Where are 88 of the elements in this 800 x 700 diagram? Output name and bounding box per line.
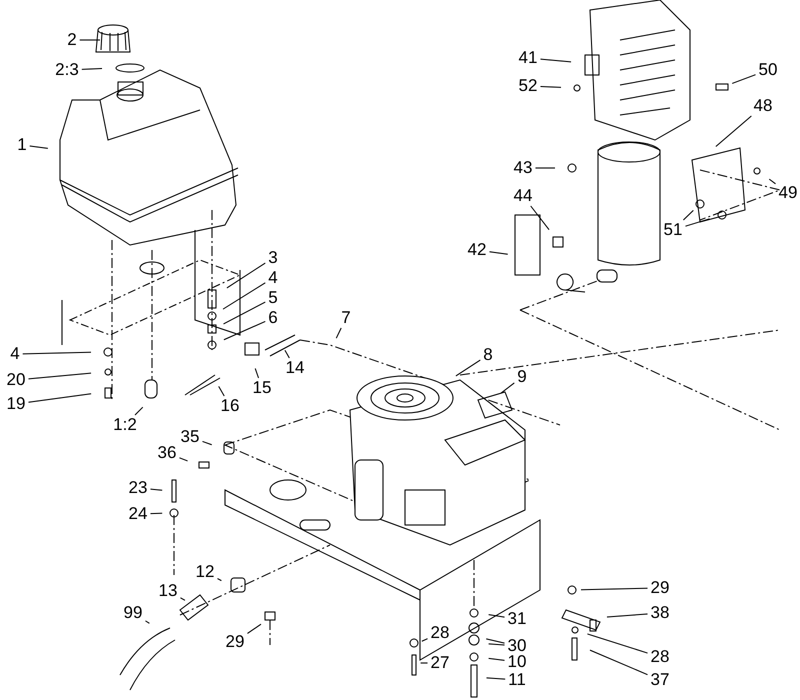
callout-number: 19 bbox=[6, 395, 26, 413]
callout-number: 29 bbox=[224, 633, 246, 651]
callout-number: 1:2 bbox=[112, 416, 138, 434]
leader-line bbox=[500, 382, 515, 394]
callout-number: 43 bbox=[512, 159, 534, 177]
callout-number: 4 bbox=[267, 269, 279, 287]
leader-line bbox=[530, 206, 550, 230]
leader-line bbox=[580, 588, 648, 590]
callout-number: 2:3 bbox=[54, 61, 80, 79]
callout-number: 36 bbox=[156, 444, 178, 462]
leader-line bbox=[150, 488, 163, 491]
leader-line bbox=[223, 320, 266, 340]
callout-number: 42 bbox=[466, 241, 488, 259]
callout-number: 44 bbox=[512, 187, 534, 205]
leader-line bbox=[732, 74, 756, 84]
leader-line bbox=[254, 368, 260, 378]
callout-number: 52 bbox=[518, 77, 538, 95]
callout-number: 38 bbox=[650, 604, 670, 622]
leader-line bbox=[218, 386, 225, 396]
leader-line bbox=[134, 406, 144, 416]
callout-number: 7 bbox=[340, 309, 352, 327]
callout-number: 4 bbox=[9, 345, 21, 363]
leader-line bbox=[486, 638, 506, 644]
leader-line bbox=[336, 328, 342, 339]
leader-line bbox=[606, 613, 648, 618]
leader-line bbox=[488, 658, 506, 661]
leader-line bbox=[540, 86, 562, 88]
leader-line bbox=[488, 643, 506, 646]
callout-number: 15 bbox=[252, 379, 272, 397]
leader-line bbox=[768, 178, 776, 184]
leader-line bbox=[178, 457, 188, 462]
callout-number: 29 bbox=[650, 579, 670, 597]
leader-line bbox=[586, 633, 648, 654]
callout-number: 12 bbox=[194, 563, 216, 581]
leader-line bbox=[180, 597, 186, 601]
callout-number: 28 bbox=[430, 624, 450, 642]
leader-line bbox=[455, 360, 481, 376]
callout-number: 10 bbox=[506, 653, 528, 671]
callout-number: 5 bbox=[267, 289, 279, 307]
callout-number: 6 bbox=[267, 309, 279, 327]
callout-number: 27 bbox=[430, 654, 450, 672]
callout-number: 1 bbox=[16, 136, 28, 154]
leader-line bbox=[715, 116, 752, 148]
callout-number: 37 bbox=[650, 671, 670, 689]
leader-line bbox=[150, 512, 163, 514]
callout-number: 24 bbox=[128, 505, 148, 523]
callout-number: 8 bbox=[482, 346, 494, 364]
callout-number: 23 bbox=[128, 479, 148, 497]
callout-number: 48 bbox=[752, 97, 774, 115]
leader-line bbox=[223, 302, 266, 324]
callout-number: 41 bbox=[518, 49, 538, 67]
leader-line bbox=[589, 650, 648, 676]
callout-number: 20 bbox=[6, 371, 26, 389]
callout-number: 14 bbox=[284, 359, 306, 377]
callout-number: 28 bbox=[650, 648, 670, 666]
leader-line bbox=[682, 210, 694, 220]
leader-line bbox=[144, 620, 150, 624]
callout-number: 51 bbox=[662, 221, 684, 239]
leader-line bbox=[22, 352, 92, 354]
leader-line bbox=[488, 251, 508, 255]
leader-line bbox=[246, 624, 262, 634]
leader-line bbox=[81, 68, 102, 70]
leader-line bbox=[29, 146, 48, 149]
leader-line bbox=[216, 578, 222, 582]
callout-number: 31 bbox=[506, 610, 528, 628]
leader-line bbox=[202, 440, 212, 446]
leader-line bbox=[222, 282, 266, 310]
leader-line bbox=[540, 58, 572, 62]
leader-line bbox=[28, 393, 92, 403]
leader-line bbox=[420, 662, 428, 664]
callout-number: 2 bbox=[66, 31, 78, 49]
callout-number: 13 bbox=[158, 582, 178, 600]
leader-line bbox=[486, 677, 506, 680]
leader-line bbox=[488, 614, 506, 618]
callout-number: 99 bbox=[122, 604, 144, 622]
callout-number: 3 bbox=[267, 249, 279, 267]
callout-number: 16 bbox=[220, 397, 240, 415]
leader-line bbox=[421, 638, 428, 642]
leader-line bbox=[226, 262, 266, 288]
leader-line bbox=[284, 350, 290, 358]
callout-number: 35 bbox=[180, 428, 200, 446]
leader-line bbox=[684, 218, 710, 227]
callout-number: 49 bbox=[778, 184, 798, 202]
callout-number: 50 bbox=[758, 61, 778, 79]
callout-number: 11 bbox=[507, 671, 527, 689]
callout-number: 30 bbox=[506, 637, 528, 655]
callout-number: 9 bbox=[516, 368, 528, 386]
leader-line bbox=[28, 372, 92, 380]
